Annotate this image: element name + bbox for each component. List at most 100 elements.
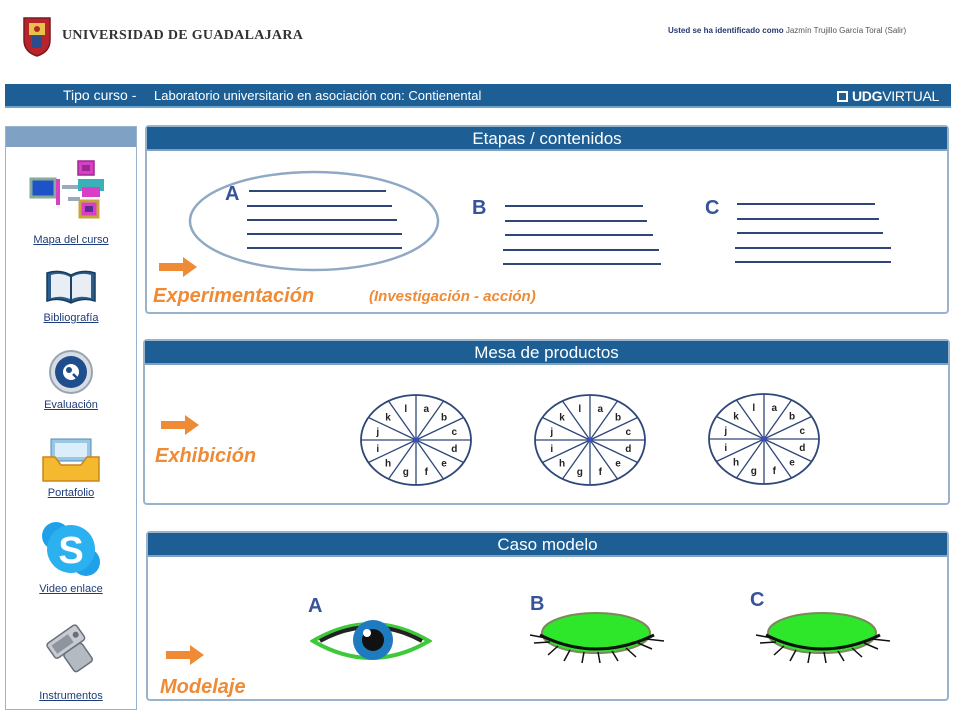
- stage-c-line: [735, 261, 891, 263]
- arrow-right-icon: [161, 415, 199, 435]
- sidebar-label-tools[interactable]: Instrumentos: [39, 690, 103, 702]
- wheel-spoke: [561, 400, 591, 441]
- wheel-letter: k: [559, 413, 565, 424]
- wheel-letter: e: [441, 458, 447, 469]
- wheel-letter: h: [733, 457, 739, 468]
- wheel-letter: d: [451, 444, 457, 455]
- wheel-letter: d: [799, 443, 805, 454]
- user-prefix: Usted se ha identificado como: [668, 26, 784, 35]
- wheel-letter: i: [724, 443, 727, 454]
- stage-b-line: [505, 205, 643, 207]
- stage-a-line: [247, 233, 402, 235]
- course-type-prefix: Tipo curso -: [63, 87, 137, 103]
- university-name: UNIVERSIDAD DE GUADALAJARA: [62, 28, 304, 43]
- sidebar-header: [6, 127, 136, 147]
- wheel-letter: b: [615, 413, 621, 424]
- wheel-letter: g: [751, 466, 757, 477]
- wheel-spoke: [415, 416, 464, 441]
- wheel-hub: [587, 437, 593, 443]
- university-logo: [20, 14, 54, 58]
- wheel-letter: l: [578, 404, 581, 415]
- stage-a-line: [247, 205, 392, 207]
- stage-letter-b: B: [472, 197, 487, 219]
- udg-brand-rest: VIRTUAL: [882, 88, 939, 104]
- skype-icon: S: [42, 522, 100, 576]
- stage-c-line: [737, 203, 875, 205]
- wheel-spoke: [415, 400, 445, 441]
- wheel-spoke: [763, 399, 793, 440]
- etapas-main-label: Experimentación: [153, 285, 315, 307]
- wheel-letter: e: [615, 458, 621, 469]
- wheel-spoke: [716, 438, 765, 463]
- mesa-main-label: Exhibición: [155, 445, 257, 467]
- stage-a-line: [247, 247, 402, 249]
- caso-main-label: Modelaje: [160, 676, 246, 698]
- arrow-right-icon: [166, 645, 204, 665]
- stage-letter-c: C: [705, 197, 720, 219]
- user-name[interactable]: Jazmín Trujillo García Toral: [785, 26, 883, 35]
- wheel-letter: i: [550, 444, 553, 455]
- sidebar-label-portfolio[interactable]: Portafolio: [47, 487, 95, 499]
- wheel-spoke: [561, 439, 591, 480]
- wheel-spoke: [716, 415, 765, 440]
- arrow-right-icon: [159, 257, 197, 277]
- sidebar-label-video-link[interactable]: Video enlace: [39, 583, 103, 595]
- folder-tray-icon: [42, 438, 100, 482]
- course-title-bar: Tipo curso - Laboratorio universitario e…: [5, 84, 951, 108]
- sidebar-label-bibliography[interactable]: Bibliografía: [43, 312, 99, 324]
- wheel-spoke: [415, 439, 464, 464]
- wheel-spoke: [763, 438, 793, 479]
- logout-link[interactable]: (Salir): [884, 26, 907, 35]
- panel-mesa-title: Mesa de productos: [145, 341, 948, 365]
- stage-c-line: [737, 232, 883, 234]
- sidebar-label-evaluation[interactable]: Evaluación: [44, 399, 98, 411]
- tools-icon: [46, 624, 94, 673]
- wheel-spoke: [763, 415, 812, 440]
- wheel-letter: k: [733, 412, 739, 423]
- wheel-spoke: [542, 416, 591, 441]
- wheel-letter: b: [789, 412, 795, 423]
- panel-caso-title: Caso modelo: [148, 533, 947, 557]
- wheel-spoke: [387, 400, 417, 441]
- wheel-letter: a: [597, 404, 603, 415]
- sidebar-item-bibliography[interactable]: [6, 267, 136, 312]
- stage-c-line: [737, 218, 879, 220]
- open-eye-icon: [310, 620, 432, 660]
- sidebar-item-tools[interactable]: [6, 619, 136, 684]
- wheel-letter: l: [404, 404, 407, 415]
- stage-a-line: [249, 190, 386, 192]
- wheel-letter: h: [559, 458, 565, 469]
- wheel-spoke: [589, 416, 638, 441]
- closed-eye-icon: [529, 612, 665, 664]
- stage-b-line: [505, 234, 653, 236]
- wheel-letter: g: [577, 467, 583, 478]
- sidebar-item-evaluation[interactable]: [6, 349, 136, 400]
- wheel-spoke: [589, 400, 619, 441]
- wheel-hub: [413, 437, 419, 443]
- wheel-spoke: [368, 416, 417, 441]
- wheel-letter: l: [752, 403, 755, 414]
- book-icon: [46, 270, 96, 304]
- udg-brand-bold: UDG: [852, 88, 883, 104]
- sidebar-item-portfolio[interactable]: [6, 435, 136, 490]
- sidebar-label-course-map[interactable]: Mapa del curso: [33, 234, 109, 246]
- wheel-letter: d: [625, 444, 631, 455]
- stage-a-line: [247, 219, 397, 221]
- sidebar-item-course-map[interactable]: [6, 157, 136, 234]
- wheel-letter: j: [375, 427, 379, 438]
- wheel-letter: c: [799, 426, 805, 437]
- wheel-letter: j: [549, 427, 553, 438]
- wheel-letter: f: [773, 466, 777, 477]
- sidebar-item-video-link[interactable]: S: [6, 520, 136, 583]
- wheel-letter: k: [385, 413, 391, 424]
- evaluation-icon: [49, 350, 93, 394]
- sidebar: Mapa del curso Bibliografía Evaluación P…: [5, 126, 137, 710]
- svg-text:S: S: [58, 530, 83, 572]
- course-title: Laboratorio universitario en asociación …: [154, 88, 482, 103]
- wheel-letter: e: [789, 457, 795, 468]
- course-map-icon: [29, 160, 104, 219]
- wheel-spoke: [542, 439, 591, 464]
- wheel-letter: j: [723, 426, 727, 437]
